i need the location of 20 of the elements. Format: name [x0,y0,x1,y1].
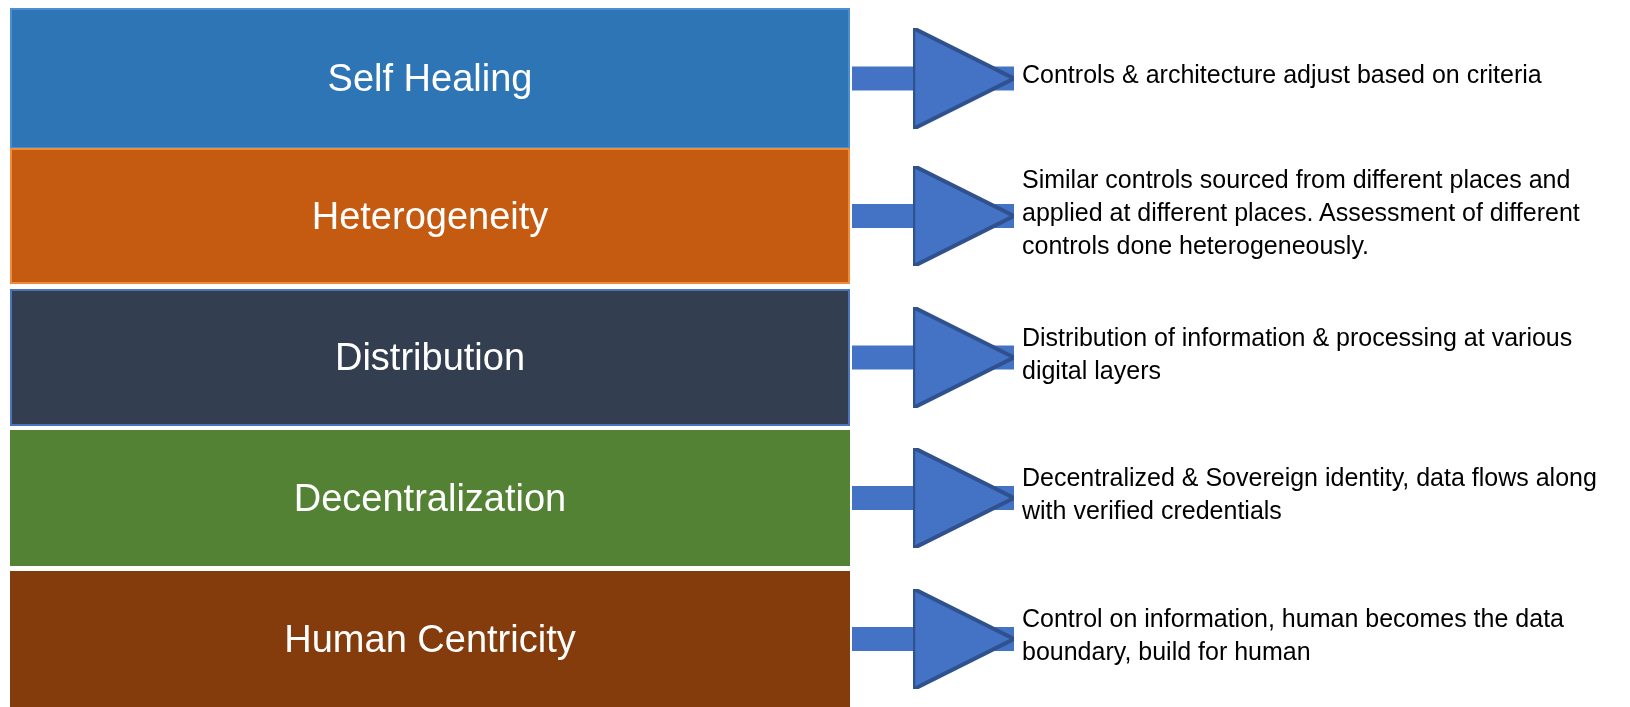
block-arrow [852,445,1016,551]
layer-title: Heterogeneity [311,194,549,238]
layer-band [10,571,850,707]
block-arrow [852,26,1016,131]
description-text: Decentralized & Sovereign identity, data flows along with verified credentials [1022,436,1622,552]
layer-band [10,289,850,426]
block-arrow [852,586,1016,692]
layer-band [10,430,850,566]
description-text: Distribution of information & processing at various digital layers [1022,295,1622,412]
description-text: Similar controls sourced from different places and applied at different places. Assessment of different controls done heterogeneously. [1022,154,1622,270]
layer-title: Decentralization [293,476,567,520]
description-text: Controls & architecture adjust based on criteria [1022,14,1542,135]
layer-title: Distribution [334,336,526,379]
block-arrow [852,305,1016,410]
block-arrow [852,163,1016,269]
layer-band [10,8,850,149]
layer-band [10,148,850,284]
description-text: Control on information, human becomes the data boundary, build for human [1022,577,1622,693]
layer-title: Human Centricity [284,617,576,661]
layer-title: Self Healing [327,57,533,100]
